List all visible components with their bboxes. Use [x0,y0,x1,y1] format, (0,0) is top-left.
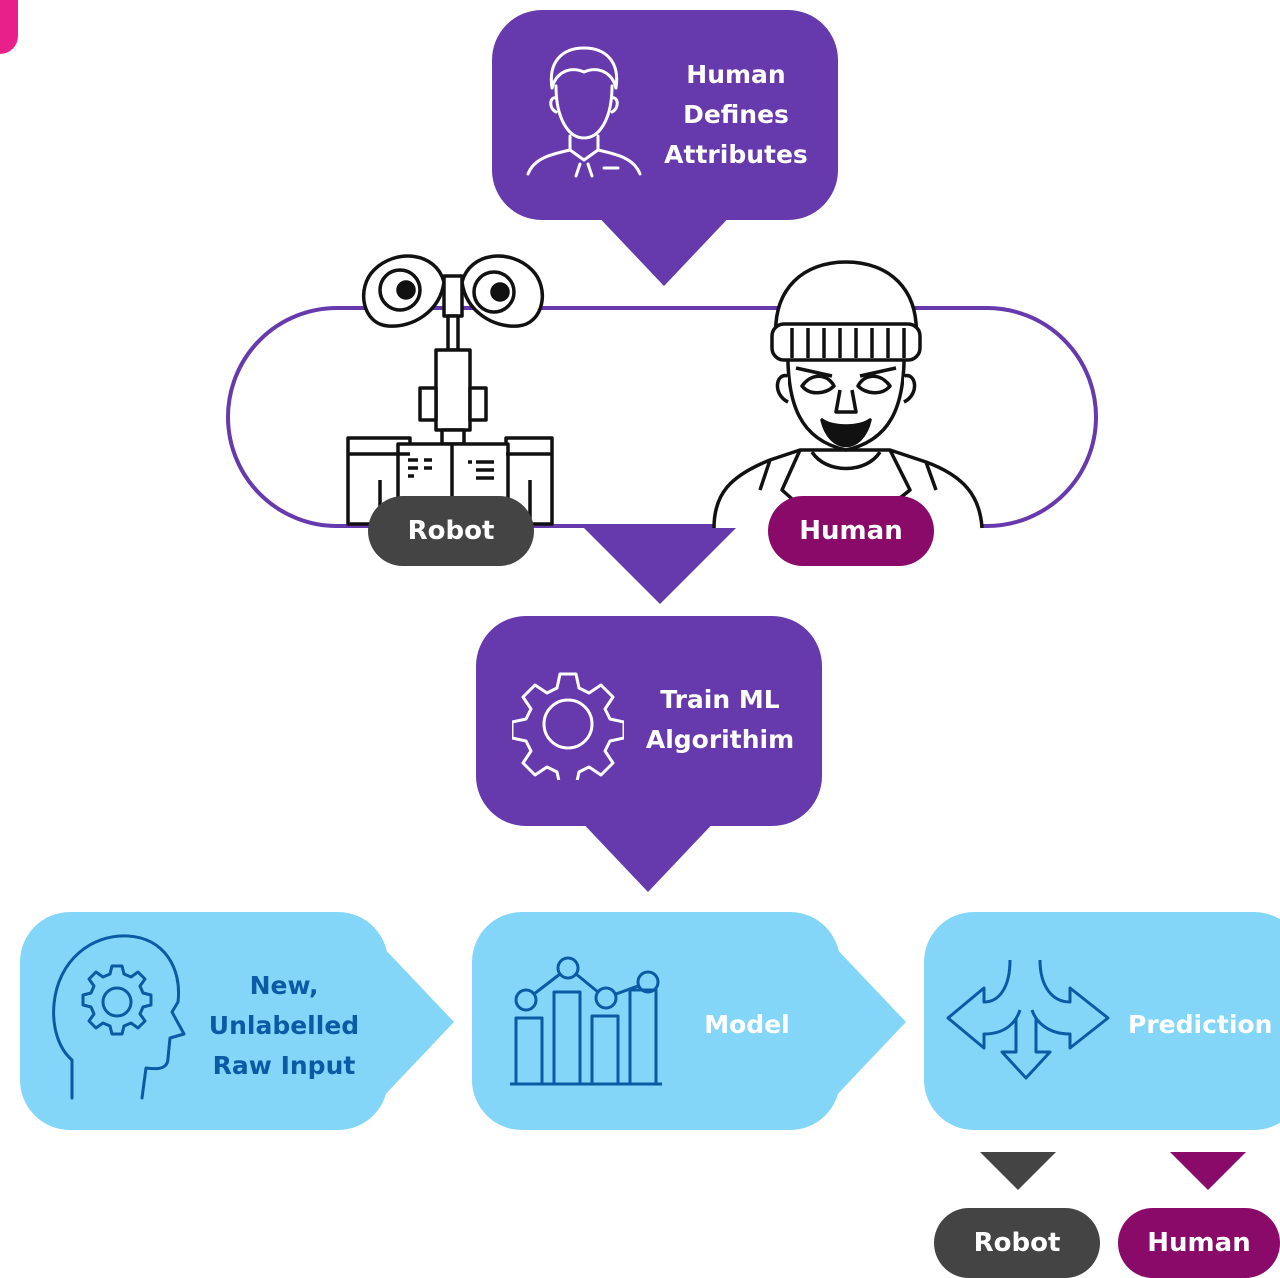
human-defines-attributes-box [492,10,838,220]
train-ml-pointer [576,816,720,892]
human-defines-attributes-label: Human Defines Attributes [664,60,808,169]
human-defines-attributes-pointer [592,210,736,286]
human-output-pointer [1170,1152,1246,1190]
samples-to-training-arrow [584,528,736,604]
split-arrows-icon [946,959,1110,1080]
raw-input-box [20,912,388,1130]
model-arrow [832,944,906,1100]
gear-icon [512,672,624,780]
human-icon [712,260,984,529]
model-label: Model [704,1010,790,1039]
train-ml-label: Train ML Algorithim [645,685,795,754]
train-ml-box [476,616,822,826]
person-icon [526,46,642,178]
robot-icon [346,254,554,526]
bar-line-chart-icon [510,956,662,1086]
raw-input-arrow [380,944,454,1100]
robot-output-label: Robot [934,1208,1100,1278]
head-gear-icon [52,934,186,1100]
logo-fragment [0,0,18,54]
raw-input-label: New, Unlabelled Raw Input [208,971,360,1080]
robot-output-pointer [980,1152,1056,1190]
samples-group-outline [226,306,1098,528]
human-output-label: Human [1118,1208,1280,1278]
human-sample-label: Human [768,496,934,566]
robot-sample-label: Robot [368,496,534,566]
prediction-label: Prediction [1128,1010,1273,1039]
